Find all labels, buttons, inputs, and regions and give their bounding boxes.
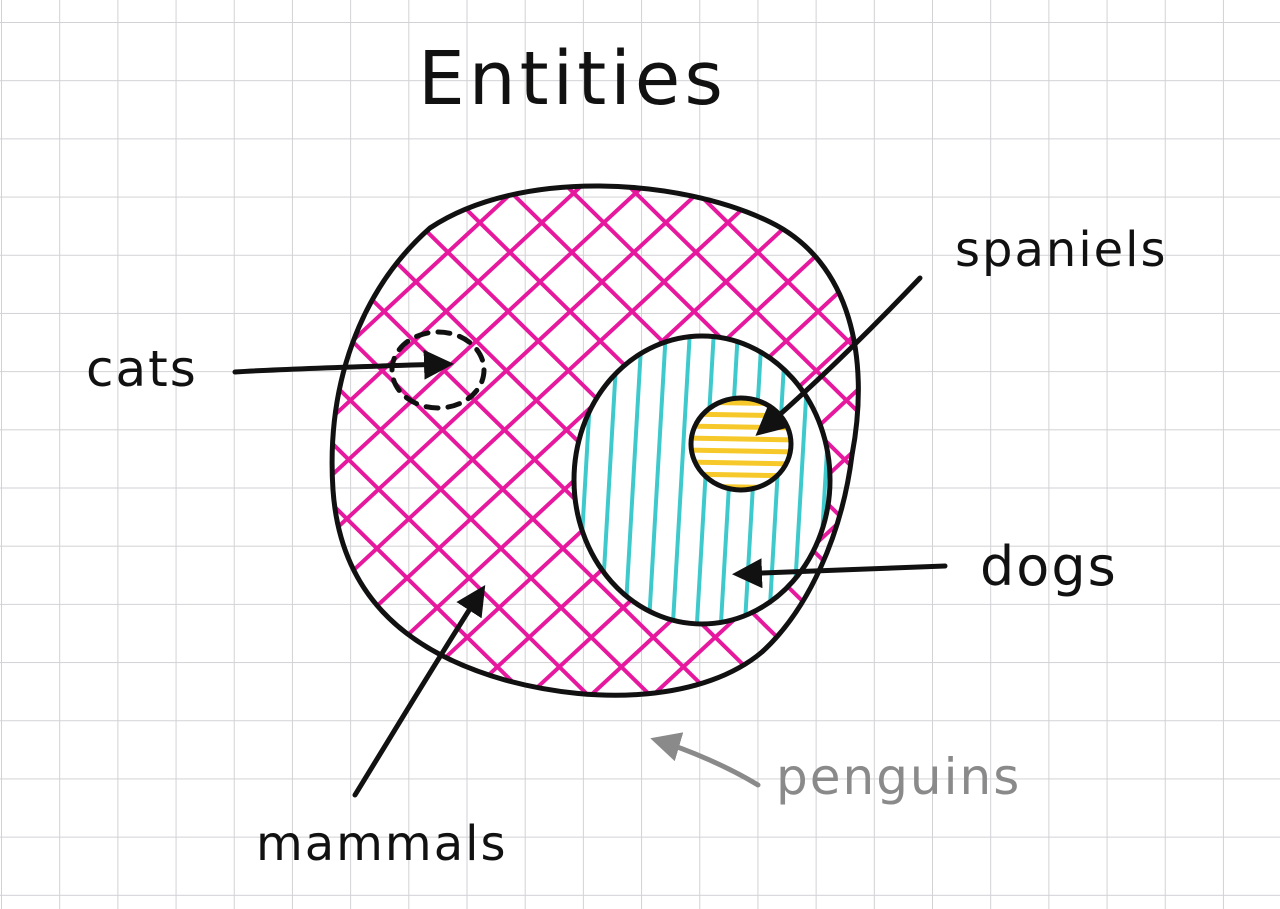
spaniels-hatch-line xyxy=(691,435,791,443)
cats-dashed-outline xyxy=(389,329,487,411)
mammals-hatch-line xyxy=(332,185,470,696)
mammals-hatch-line xyxy=(0,150,220,760)
mammals-hatch-line xyxy=(332,185,718,696)
spaniels-label: spaniels xyxy=(955,222,1168,278)
mammals-hatch-line xyxy=(332,185,622,696)
diagram-title: Entities xyxy=(418,36,727,122)
mammals-hatch-line xyxy=(0,150,124,800)
spaniels-hatch-line xyxy=(691,423,791,431)
cats-label: cats xyxy=(86,340,198,398)
mammals-hatch-line xyxy=(332,185,532,696)
dogs-hatch-line xyxy=(646,336,668,624)
mammals-hatch-line xyxy=(332,185,842,696)
spaniels-outline xyxy=(688,395,794,493)
mammals-hatch-line xyxy=(1150,150,1280,760)
mammals-hatch-line xyxy=(0,150,282,760)
mammals-hatch-line xyxy=(332,185,498,696)
mammals-hatch-line xyxy=(1222,150,1280,800)
mammals-hatch-line xyxy=(332,185,808,696)
mammals-hatch-line xyxy=(1212,150,1280,760)
spaniels-hatch-line xyxy=(691,447,791,455)
mammals-hatch-line xyxy=(0,150,248,800)
mammals-hatch-line xyxy=(332,185,746,696)
mammals-outline xyxy=(329,183,861,698)
mammals-hatch-line xyxy=(332,185,374,696)
cats-arrow xyxy=(232,349,454,380)
mammals-hatch-line xyxy=(332,185,859,696)
dogs-hatch-line xyxy=(670,336,692,624)
mammals-hatch-line xyxy=(332,185,656,696)
mammals-hatch-line xyxy=(0,150,62,800)
mammals-hatch-line xyxy=(0,150,186,800)
dogs-arrow xyxy=(732,558,948,589)
mammals-hatch-line xyxy=(0,150,310,800)
mammals-hatch-line xyxy=(332,185,594,696)
mammals-hatch-line xyxy=(332,185,780,696)
dogs-label: dogs xyxy=(980,535,1118,598)
mammals-hatch-line xyxy=(1274,150,1280,760)
penguins-label: penguins xyxy=(776,748,1022,806)
dogs-hatch-line xyxy=(694,336,716,624)
dogs-hatch-line xyxy=(766,336,788,624)
mammals-hatch-line xyxy=(332,185,560,696)
dogs-outline xyxy=(571,333,833,627)
mammals-hatch-line xyxy=(332,185,436,696)
penguins-arrow xyxy=(650,732,761,788)
mammals-arrow xyxy=(352,584,486,798)
mammals-label: mammals xyxy=(256,816,508,872)
mammals-hatch-line xyxy=(1160,150,1280,800)
mammals-hatch-line xyxy=(332,185,684,696)
mammals-hatch-line xyxy=(332,185,346,696)
spaniels-hatch-line xyxy=(691,459,791,467)
dogs-hatch-line xyxy=(622,336,644,624)
spaniels-arrow xyxy=(755,275,923,436)
